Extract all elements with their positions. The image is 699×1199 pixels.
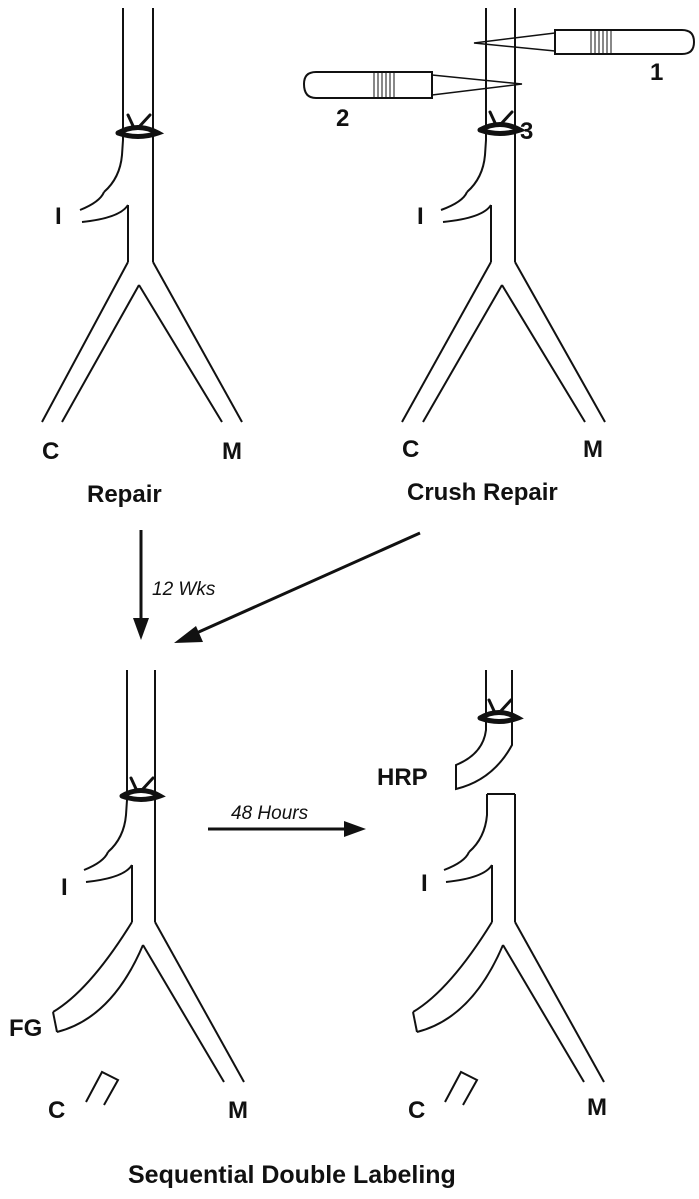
arrow-48-hours: 48 Hours (208, 803, 366, 837)
label-suture-3: 3 (520, 118, 533, 145)
nerve-branch-M (501, 261, 606, 423)
label-M: M (583, 436, 603, 463)
nerve-branch-I (83, 851, 133, 883)
nerve-trunk (107, 670, 156, 922)
nerve-proximal-stump (455, 670, 513, 791)
label-C: C (402, 436, 419, 463)
nerve-branch-M (142, 921, 245, 1083)
label-M: M (587, 1094, 607, 1121)
label-C: C (48, 1097, 65, 1124)
micropipette-2 (302, 71, 523, 99)
suture-knot (477, 698, 524, 724)
nerve-branch-M (502, 921, 605, 1083)
suture-knot (115, 113, 165, 139)
nerve-branch-C (41, 261, 140, 423)
suture-knot (477, 110, 527, 136)
panel-hrp-labeling: HRP I C M (377, 670, 607, 1124)
caption-crush-repair: Crush Repair (407, 479, 558, 506)
nerve-branch-I (440, 191, 492, 223)
panel-crush-repair: 1 2 3 I C M Crush Repair (302, 8, 696, 506)
caption-repair: Repair (87, 481, 162, 508)
arrow-crush-to-labeling (174, 531, 421, 643)
nerve-branch-C (401, 261, 503, 423)
label-pipette-2: 2 (336, 105, 349, 132)
label-pipette-1: 1 (650, 59, 663, 86)
label-I: I (417, 203, 424, 230)
nerve-trunk (466, 8, 516, 262)
label-tracer-hrp: HRP (377, 764, 428, 791)
label-M: M (228, 1097, 248, 1124)
label-C: C (408, 1097, 425, 1124)
panel-fg-labeling: I FG C M (9, 670, 248, 1124)
label-12-weeks: 12 Wks (152, 579, 216, 600)
nerve-branch-C-cut (52, 921, 144, 1106)
micropipette-1 (473, 29, 696, 55)
suture-knot (119, 776, 166, 802)
label-M: M (222, 438, 242, 465)
nerve-branch-I (79, 191, 129, 223)
panel-repair: I C M Repair (41, 8, 243, 508)
label-I: I (421, 870, 428, 897)
nerve-branch-C-cut (412, 921, 504, 1106)
figure-title: Sequential Double Labeling (128, 1161, 456, 1189)
label-48-hours: 48 Hours (231, 803, 309, 824)
label-tracer-fg: FG (9, 1015, 42, 1042)
nerve-branch-I (443, 851, 493, 883)
nerve-trunk (468, 793, 516, 922)
label-C: C (42, 438, 59, 465)
label-I: I (55, 203, 62, 230)
nerve-branch-M (138, 261, 243, 423)
arrow-12-weeks: 12 Wks (133, 530, 216, 640)
label-I: I (61, 874, 68, 901)
